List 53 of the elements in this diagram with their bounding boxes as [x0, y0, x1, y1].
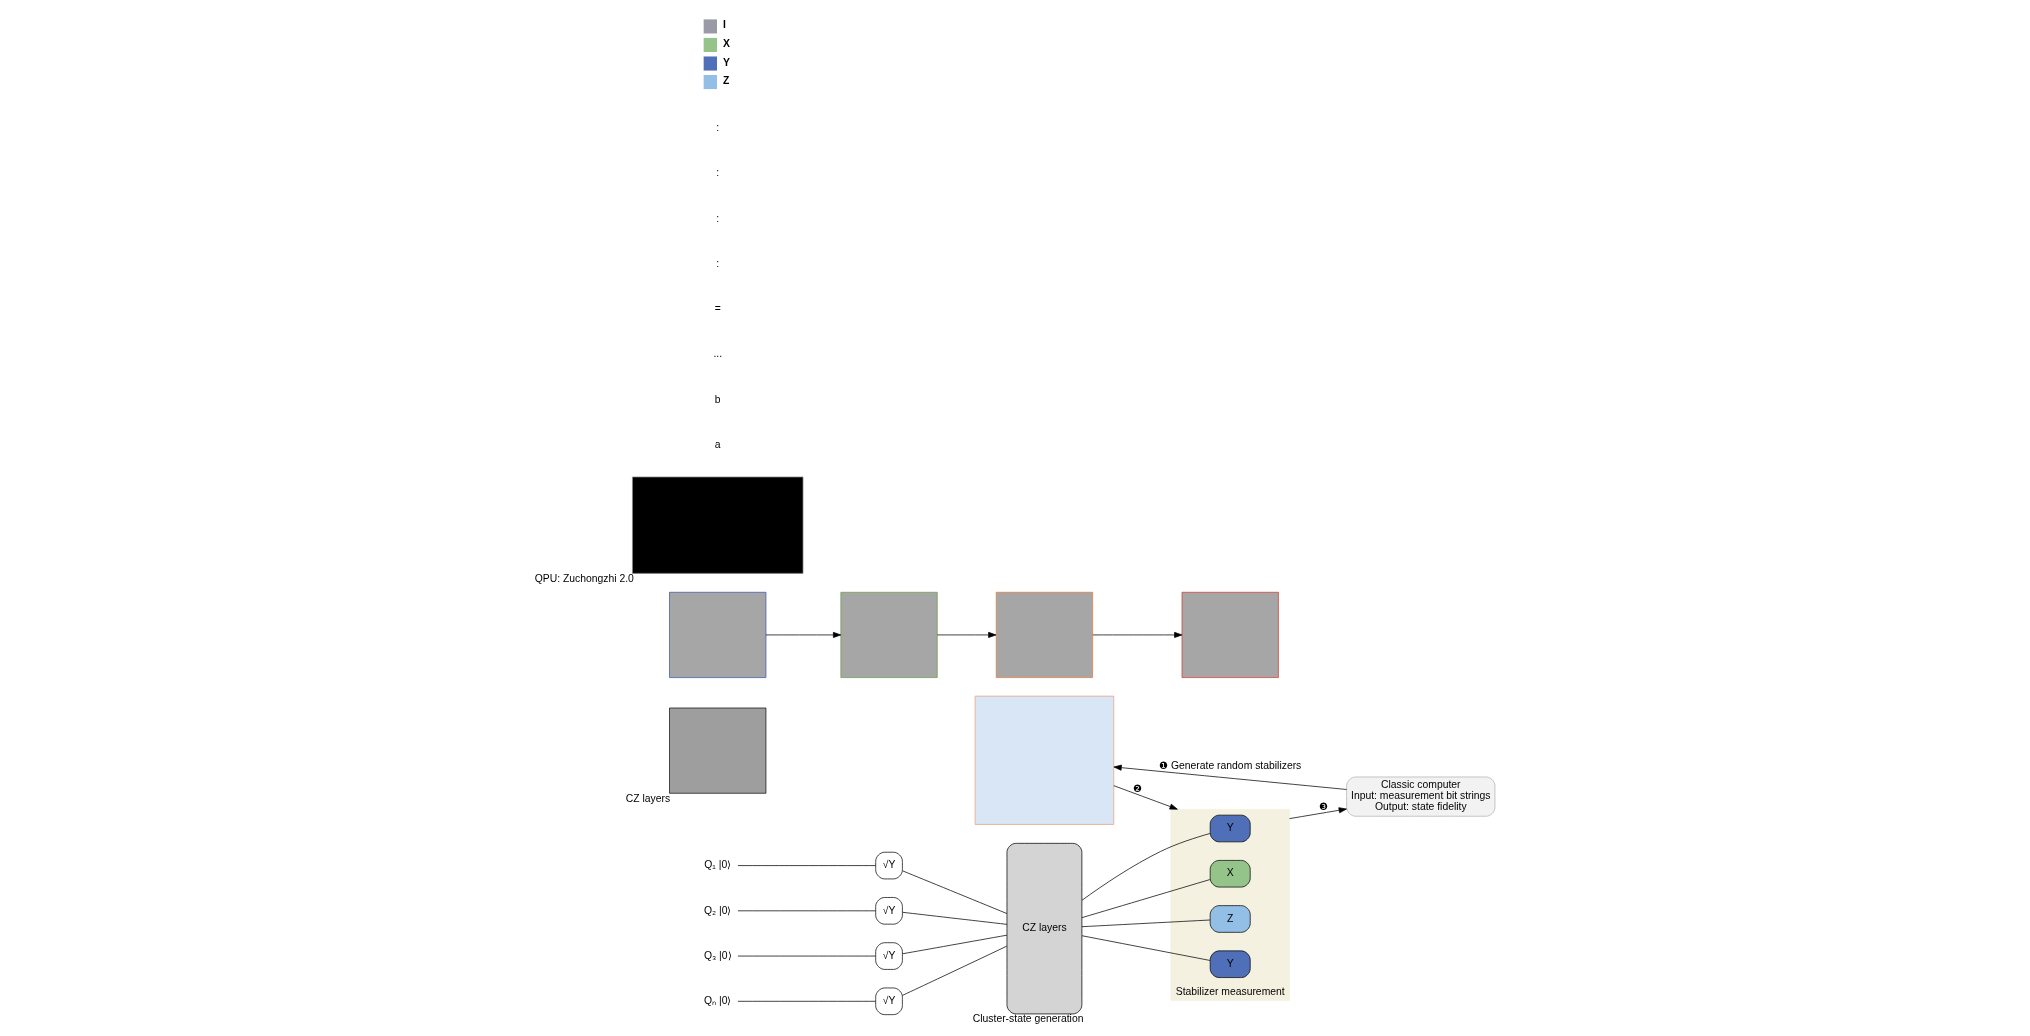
node-box: [974, 695, 1114, 825]
connector: [901, 945, 1007, 996]
legend-label: Y: [722, 56, 730, 68]
node-box: [840, 591, 938, 678]
label: =: [714, 302, 721, 314]
label: :: [715, 212, 719, 224]
legend-label: X: [722, 37, 730, 49]
connector: [737, 955, 876, 956]
connector: [1081, 878, 1210, 918]
connector: [901, 911, 1007, 925]
label: :: [715, 121, 719, 133]
node-box: [668, 591, 766, 678]
arrow: [1092, 631, 1182, 638]
node-label: QPU: Zuchongzhi 2.0: [534, 572, 634, 584]
node-box: [668, 707, 766, 794]
connector: [1081, 919, 1210, 927]
edge-label: ❷: [1132, 782, 1142, 794]
node-text: Q₁ |0⟩: [703, 858, 731, 870]
node-box: [995, 591, 1093, 678]
edge-label: ❸: [1318, 800, 1328, 812]
node-box: CZ layers: [1006, 842, 1082, 1014]
arrow: [936, 631, 996, 638]
node-label: CZ layers: [625, 792, 670, 804]
arrow: [765, 631, 841, 638]
label: :: [715, 166, 719, 178]
node-box: Y: [1209, 950, 1251, 978]
legend-label: I: [722, 18, 726, 30]
node-box: X: [1209, 859, 1251, 887]
node-text: Q₂ |0⟩: [703, 904, 731, 916]
node-box: Z: [1209, 904, 1251, 933]
connector: [1081, 934, 1210, 961]
connector: [737, 909, 876, 911]
label: ...: [712, 347, 722, 359]
connector: [901, 934, 1007, 954]
node-box: [1181, 591, 1279, 678]
connector: [1081, 832, 1210, 901]
connector: [737, 1000, 876, 1002]
label: :: [715, 257, 719, 269]
node-box: [631, 476, 803, 574]
node-text: Qₙ |0⟩: [703, 994, 731, 1006]
node-box: Classic computer Input: measurement bit strings Output: state fidelity: [1345, 776, 1495, 817]
connector: [737, 864, 876, 866]
label: b: [714, 393, 721, 405]
label: a: [714, 438, 721, 450]
edge-label: ❶ Generate random stabilizers: [1158, 759, 1301, 771]
legend-label: Z: [722, 74, 729, 86]
node-label: Cluster-state generation: [972, 1012, 1083, 1024]
node-text: Q₃ |0⟩: [703, 949, 732, 961]
node-box: Y: [1209, 814, 1251, 842]
connector: [901, 870, 1007, 914]
arrow: [1112, 784, 1178, 810]
arrow: [1113, 764, 1347, 790]
arrow: [1288, 806, 1347, 819]
